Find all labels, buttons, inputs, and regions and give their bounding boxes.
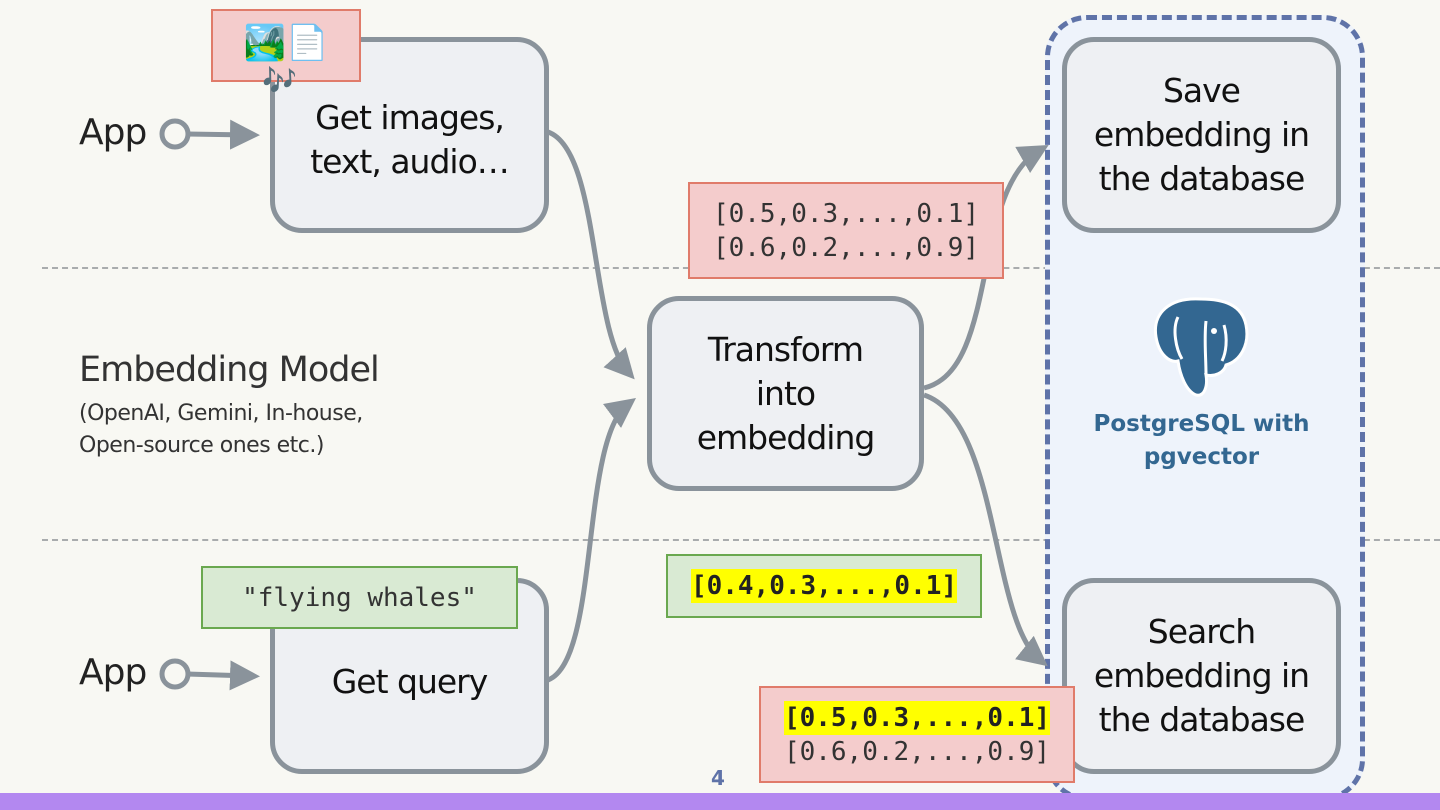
app-label-bottom: App — [79, 652, 147, 693]
transform-node: Transform into embedding — [647, 296, 924, 491]
media-box: 🏞️📄 — [211, 9, 361, 82]
music-notes-icon: 🎶 — [262, 64, 297, 97]
app-top-arrow — [186, 119, 260, 150]
query-to-transform-arrow — [546, 397, 636, 683]
vector-line: [0.6,0.2,...,0.9] — [712, 232, 980, 263]
app-top-node — [159, 118, 191, 150]
postgresql-elephant-icon — [1153, 297, 1249, 397]
database-label: PostgreSQL with pgvector — [1093, 411, 1310, 470]
page-number: 4 — [711, 766, 725, 790]
model-title: Embedding Model — [79, 350, 380, 390]
app-label-top: App — [79, 112, 147, 153]
search-results-box: [0.5,0.3,...,0.1] [0.6,0.2,...,0.9] — [759, 686, 1075, 783]
footer-accent-bar — [0, 793, 1440, 810]
image-icon: 🏞️ — [243, 23, 286, 63]
get-data-node: Get images, text, audio… — [270, 37, 549, 233]
document-icon: 📄 — [286, 23, 329, 63]
stored-vectors-box: [0.5,0.3,...,0.1] [0.6,0.2,...,0.9] — [688, 182, 1004, 279]
vector-line: [0.5,0.3,...,0.1] — [712, 198, 980, 229]
save-node: Save embedding in the database — [1062, 37, 1341, 233]
model-subtitle: (OpenAI, Gemini, In-house, Open-source o… — [79, 401, 363, 458]
query-vector: [0.4,0.3,...,0.1] — [690, 569, 958, 603]
transform-to-search-arrow — [923, 392, 1048, 667]
data-to-transform-arrow — [546, 129, 635, 380]
matched-vector: [0.5,0.3,...,0.1] — [783, 700, 1051, 735]
row-divider — [42, 539, 1440, 541]
search-node: Search embedding in the database — [1062, 578, 1341, 774]
app-bottom-node — [159, 658, 191, 690]
query-text: "flying whales" — [242, 582, 477, 613]
query-text-box: "flying whales" — [201, 566, 518, 629]
app-bottom-arrow — [186, 660, 260, 691]
vector-line: [0.6,0.2,...,0.9] — [783, 736, 1051, 767]
query-vector-box: [0.4,0.3,...,0.1] — [666, 554, 982, 618]
